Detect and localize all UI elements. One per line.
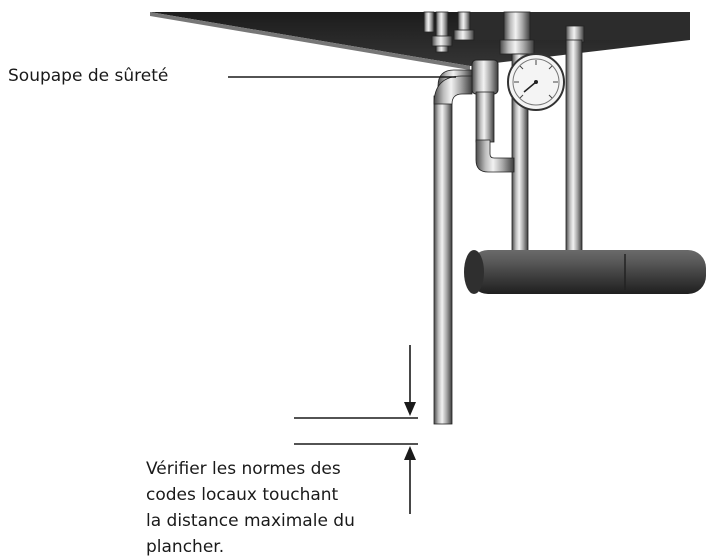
note-line-2: codes locaux touchant [146,485,339,505]
relief-valve-label: Soupape de sûreté [8,66,168,86]
pipe-fittings [423,11,585,55]
note-line-3: la distance maximale du [146,511,355,531]
floor-distance-dimension [294,345,418,514]
horizontal-outlet-pipe [464,250,706,294]
temperature-pressure-gauge-icon [507,53,565,111]
discharge-pipe [433,75,473,425]
note-line-4: plancher. [146,537,224,557]
relief-valve-callout: Soupape de sûreté [8,66,456,86]
water-heater-body [150,12,690,70]
floor-distance-note: Vérifier les normes des codes locaux tou… [146,459,355,557]
note-line-1: Vérifier les normes des [146,459,341,479]
